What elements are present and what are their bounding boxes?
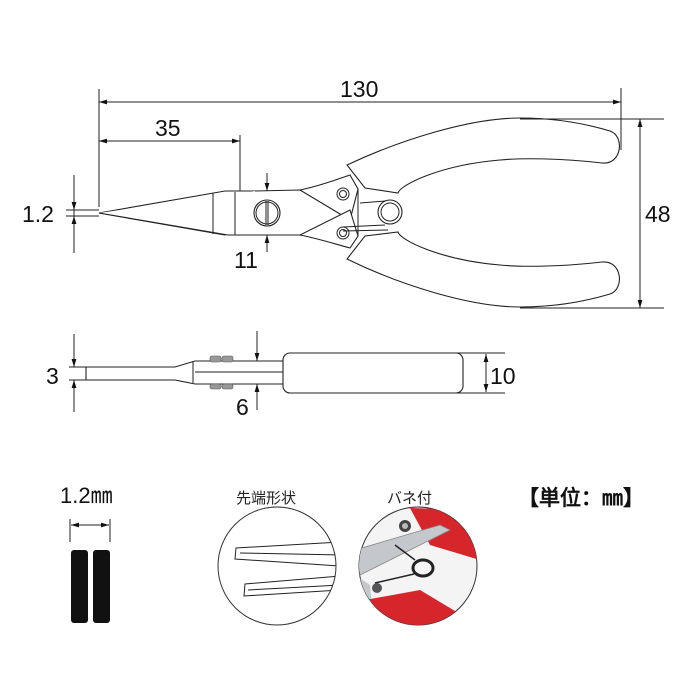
top-view: 130 35 1.2 11: [22, 76, 671, 309]
tip-gap-detail: 1.2㎜: [60, 483, 113, 623]
lower-handle: [346, 231, 620, 308]
dim-handle-span: 48: [645, 201, 671, 227]
upper-handle: [346, 117, 620, 194]
spring-coil-icon: [377, 199, 403, 225]
tip-bar-right: [93, 550, 110, 623]
side-view: 3 6 10: [46, 331, 516, 420]
unit-label: 【単位：㎜】: [518, 486, 644, 510]
spring-label: バネ付: [387, 489, 432, 507]
pivot-screw-icon: [253, 199, 281, 227]
tip-gap-label: 1.2㎜: [60, 483, 113, 508]
dim-tip-width: 1.2: [22, 201, 54, 227]
tip-bar-left: [71, 550, 88, 623]
tip-shape-detail: 先端形状: [217, 489, 337, 626]
dim-handle-thickness: 10: [490, 363, 516, 389]
dim-joint-width: 11: [234, 247, 258, 273]
tip-shape-label: 先端形状: [236, 489, 296, 507]
dim-tip-thickness: 3: [46, 363, 59, 389]
dim-joint-thickness: 6: [236, 394, 249, 420]
spring-detail: バネ付: [358, 489, 478, 626]
side-handle: [282, 352, 464, 394]
dim-jaw-length: 35: [155, 115, 181, 141]
dim-overall-length: 130: [340, 76, 378, 102]
